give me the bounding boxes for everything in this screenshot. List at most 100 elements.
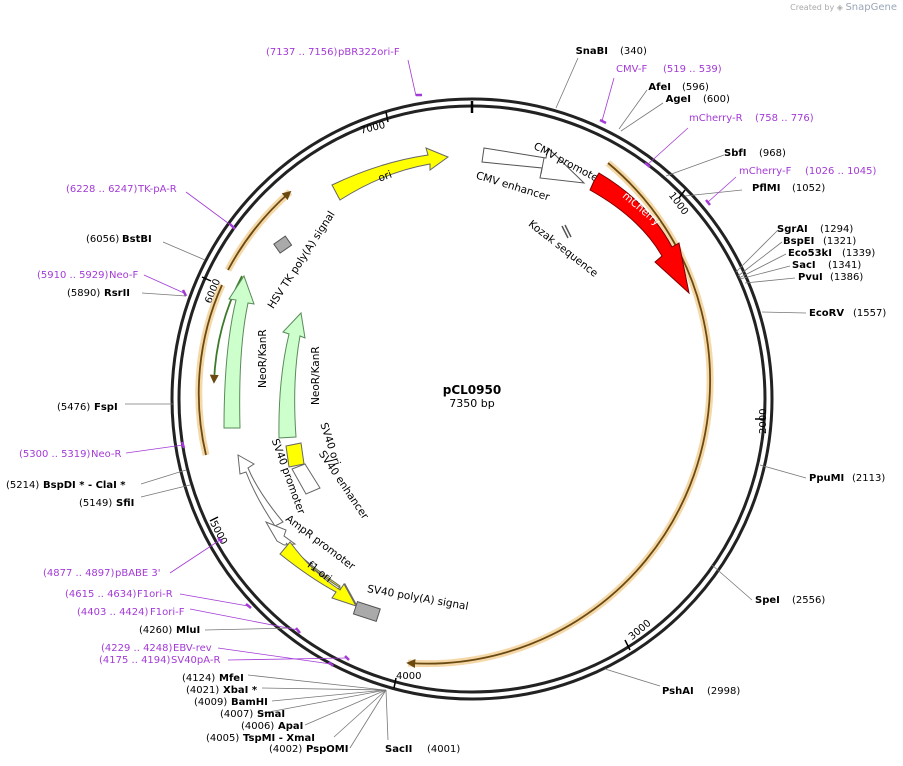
site-pspomi[interactable]: (4002)PspOMI — [269, 744, 348, 755]
svg-text:(4006): (4006) — [241, 721, 274, 732]
svg-text:(6056): (6056) — [86, 234, 119, 245]
svg-text:(5910 .. 5929): (5910 .. 5929) — [37, 270, 109, 281]
site-bstbi[interactable]: (6056)BstBI — [86, 234, 152, 245]
feature-label-ori: ori — [377, 169, 394, 185]
svg-text:(1026 .. 1045): (1026 .. 1045) — [805, 166, 877, 177]
plasmid-name: pCL0950 — [443, 383, 501, 397]
kozak-mark-2 — [564, 224, 572, 238]
primer-cmv-f[interactable]: CMV-F(519 .. 539) — [616, 64, 722, 75]
primer-ebv-rev[interactable]: (4229 .. 4248)EBV-rev — [101, 643, 212, 654]
svg-text:(1339): (1339) — [842, 248, 875, 259]
site-rsrii[interactable]: (5890)RsrII — [67, 288, 130, 299]
svg-text:(5300 .. 5319): (5300 .. 5319) — [19, 449, 91, 460]
site-sbfi[interactable]: SbfI(968) — [724, 148, 786, 159]
feature-label-sv40-enhancer: SV40 enhancer — [316, 449, 371, 523]
site-tspmi-xmai[interactable]: (4005)TspMI - XmaI — [206, 733, 315, 744]
feature-label-cmv-enhancer: CMV enhancer — [474, 170, 551, 204]
svg-text:(4260): (4260) — [139, 625, 172, 636]
svg-text:AgeI: AgeI — [666, 94, 691, 105]
created-by-text: Created by — [790, 3, 835, 12]
ori-arrow — [331, 147, 450, 201]
svg-text:(2556): (2556) — [792, 595, 825, 606]
svg-text:(4001): (4001) — [427, 744, 460, 755]
site-snabi[interactable]: SnaBI (340) — [576, 46, 647, 57]
sv40-polya-box — [352, 600, 381, 622]
primer-tk-pa-r[interactable]: (6228 .. 6247)TK-pA-R — [66, 184, 177, 195]
svg-text:(4009): (4009) — [194, 697, 227, 708]
svg-text:SacII: SacII — [385, 744, 412, 755]
site-ppumi[interactable]: PpuMI(2113) — [809, 473, 885, 484]
feature-label-neor-2: NeoR/KanR — [310, 346, 322, 405]
svg-text:pBABE 3': pBABE 3' — [115, 568, 161, 579]
site-bspdi-clai[interactable]: (5214)BspDI * - ClaI * — [6, 480, 126, 491]
primer-f1ori-r[interactable]: (4615 .. 4634)F1ori-R — [65, 589, 173, 600]
site-mlui[interactable]: (4260) MluI — [139, 625, 200, 636]
svg-text:(5890): (5890) — [67, 288, 100, 299]
feature-label-sv40-polya: SV40 poly(A) signal — [366, 583, 469, 613]
feature-label-neor-1: NeoR/KanR — [257, 329, 269, 388]
primer-leaders — [125, 59, 737, 665]
primer-mcherry-r[interactable]: mCherry-R(758 .. 776) — [689, 113, 814, 124]
primer-pbabe-3[interactable]: (4877 .. 4897)pBABE 3' — [43, 568, 161, 579]
svg-text:CMV-F: CMV-F — [616, 64, 647, 75]
site-smai[interactable]: (4007)SmaI — [220, 709, 285, 720]
feature-label-hsv-tk: HSV TK poly(A) signal — [266, 209, 338, 311]
site-xbai[interactable]: (4021)XbaI * — [186, 685, 258, 696]
primer-f1ori-f[interactable]: (4403 .. 4424)F1ori-F — [77, 607, 185, 618]
plasmid-size: 7350 bp — [449, 397, 494, 410]
svg-text:SnaBI: SnaBI — [576, 46, 608, 57]
site-bamhi[interactable]: (4009)BamHI — [194, 697, 268, 708]
svg-text:(5149): (5149) — [79, 498, 112, 509]
primer-neo-r[interactable]: (5300 .. 5319)Neo-R — [19, 449, 122, 460]
site-apai[interactable]: (4006) ApaI — [241, 721, 303, 732]
site-bspei[interactable]: BspEI(1321) — [783, 236, 856, 247]
svg-text:(7137 .. 7156): (7137 .. 7156) — [266, 47, 338, 58]
svg-text:(1386): (1386) — [830, 272, 863, 283]
site-pvui[interactable]: PvuI(1386) — [798, 272, 863, 283]
cmv-promoter-arrow — [481, 147, 586, 184]
svg-text:MluI: MluI — [176, 625, 200, 636]
svg-text:ApaI: ApaI — [278, 721, 303, 732]
primer-sv40pa-r[interactable]: (4175 .. 4194)SV40pA-R — [99, 655, 220, 666]
ampr-promoter-arrow — [264, 520, 297, 546]
svg-text:F1ori-R: F1ori-R — [137, 589, 173, 600]
svg-text:XbaI *: XbaI * — [223, 685, 258, 696]
orf-arc-left-glow — [195, 283, 226, 456]
site-saci[interactable]: SacI(1341) — [792, 260, 861, 271]
tick-1000: 1000 — [666, 189, 690, 217]
svg-text:SgrAI: SgrAI — [777, 224, 808, 235]
snapgene-logo-icon: ◈ — [836, 3, 843, 12]
site-eco53ki[interactable]: Eco53kI(1339) — [788, 248, 875, 259]
site-fspi[interactable]: (5476)FspI — [57, 402, 118, 413]
orf-arc-top-left — [227, 190, 292, 271]
svg-text:(4877 .. 4897): (4877 .. 4897) — [43, 568, 115, 579]
site-mfei[interactable]: (4124)MfeI — [182, 673, 244, 684]
kozak-mark — [561, 225, 569, 239]
site-pshai[interactable]: PshAI(2998) — [662, 686, 740, 697]
svg-text:(340): (340) — [620, 46, 647, 57]
site-agei[interactable]: AgeI(600) — [666, 94, 730, 105]
site-sgrai[interactable]: SgrAI(1294) — [777, 224, 853, 235]
svg-text:PshAI: PshAI — [662, 686, 694, 697]
primer-mcherry-f[interactable]: mCherry-F(1026 .. 1045) — [739, 166, 877, 177]
svg-text:Neo-F: Neo-F — [109, 270, 139, 281]
site-pflmi[interactable]: PflMI(1052) — [752, 183, 825, 194]
site-sfii[interactable]: (5149)SfiI — [79, 498, 134, 509]
svg-text:SpeI: SpeI — [755, 595, 780, 606]
site-spei[interactable]: SpeI (2556) — [755, 595, 825, 606]
primer-neo-f[interactable]: (5910 .. 5929)Neo-F — [37, 270, 139, 281]
primer-pbr322ori-f[interactable]: (7137 .. 7156)pBR322ori-F — [266, 47, 400, 58]
site-afei[interactable]: AfeI(596) — [648, 82, 709, 93]
svg-text:(4005): (4005) — [206, 733, 239, 744]
svg-text:SmaI: SmaI — [257, 709, 285, 720]
svg-text:(4403 .. 4424): (4403 .. 4424) — [77, 607, 149, 618]
site-ecorv[interactable]: EcoRV(1557) — [809, 308, 886, 319]
site-sacii[interactable]: SacII (4001) — [385, 744, 460, 755]
svg-text:(4002): (4002) — [269, 744, 302, 755]
neor-arrow-2 — [278, 311, 306, 439]
cmv-divider — [540, 157, 545, 175]
svg-text:SacI: SacI — [792, 260, 816, 271]
orf-arc-left — [197, 284, 223, 456]
svg-text:(2113): (2113) — [852, 473, 885, 484]
svg-text:1000: 1000 — [666, 190, 690, 217]
